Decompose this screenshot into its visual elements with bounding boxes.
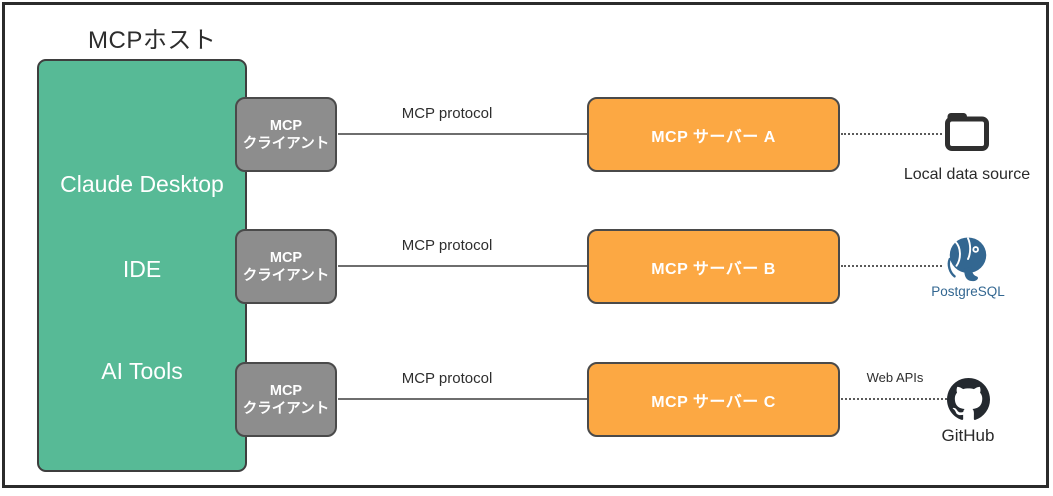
row-server-b: MCP protocol MCP クライアント MCP サーバー B (0, 229, 1053, 304)
row-server-c: MCP protocol MCP クライアント MCP サーバー C Web A… (0, 362, 1053, 437)
postgresql-icon (942, 236, 994, 284)
host-box: Claude Desktop IDE AI Tools (37, 59, 247, 472)
mcp-protocol-line-b (338, 265, 587, 267)
diagram-frame (2, 2, 1049, 488)
resource-link-line-c (841, 398, 947, 400)
mcp-client-label-line2: クライアント (242, 400, 330, 417)
github-icon (946, 378, 990, 421)
mcp-protocol-line-a (338, 133, 587, 135)
resource-label-local-data-source: Local data source (903, 166, 1031, 183)
resource-link-line-a (841, 133, 942, 135)
mcp-server-c-box: MCP サーバー C (587, 362, 840, 437)
host-app-claude-desktop: Claude Desktop (60, 171, 224, 197)
mcp-client-box-b: MCP クライアント (235, 229, 337, 304)
resource-label-github: GitHub (941, 426, 995, 445)
mcp-client-box-a: MCP クライアント (235, 97, 337, 172)
mcp-client-label-line1: MCP (269, 249, 303, 266)
diagram-title: MCPホスト (88, 27, 217, 54)
mcp-server-b-box: MCP サーバー B (587, 229, 840, 304)
mcp-server-a-box: MCP サーバー A (587, 97, 840, 172)
host-app-ide: IDE (122, 256, 162, 282)
resource-link-line-b (841, 265, 942, 267)
mcp-client-label-line1: MCP (269, 382, 303, 399)
folder-icon (943, 111, 991, 153)
mcp-client-label-line2: クライアント (242, 135, 330, 152)
mcp-protocol-label-c: MCP protocol (401, 370, 493, 387)
row-server-a: MCP protocol MCP クライアント MCP サーバー A (0, 97, 1053, 172)
mcp-client-box-c: MCP クライアント (235, 362, 337, 437)
mcp-protocol-line-c (338, 398, 587, 400)
host-app-ai-tools: AI Tools (101, 358, 183, 384)
resource-label-postgresql: PostgreSQL (931, 284, 1005, 299)
resource-github: GitHub (888, 378, 1048, 446)
mcp-protocol-label-b: MCP protocol (401, 237, 493, 254)
mcp-protocol-label-a: MCP protocol (401, 105, 493, 122)
resource-postgresql: PostgreSQL (888, 236, 1048, 299)
web-apis-label: Web APIs (866, 370, 924, 385)
resource-local-data-source: Local data source (887, 111, 1047, 184)
mcp-client-label-line2: クライアント (242, 267, 330, 284)
mcp-client-label-line1: MCP (269, 117, 303, 134)
